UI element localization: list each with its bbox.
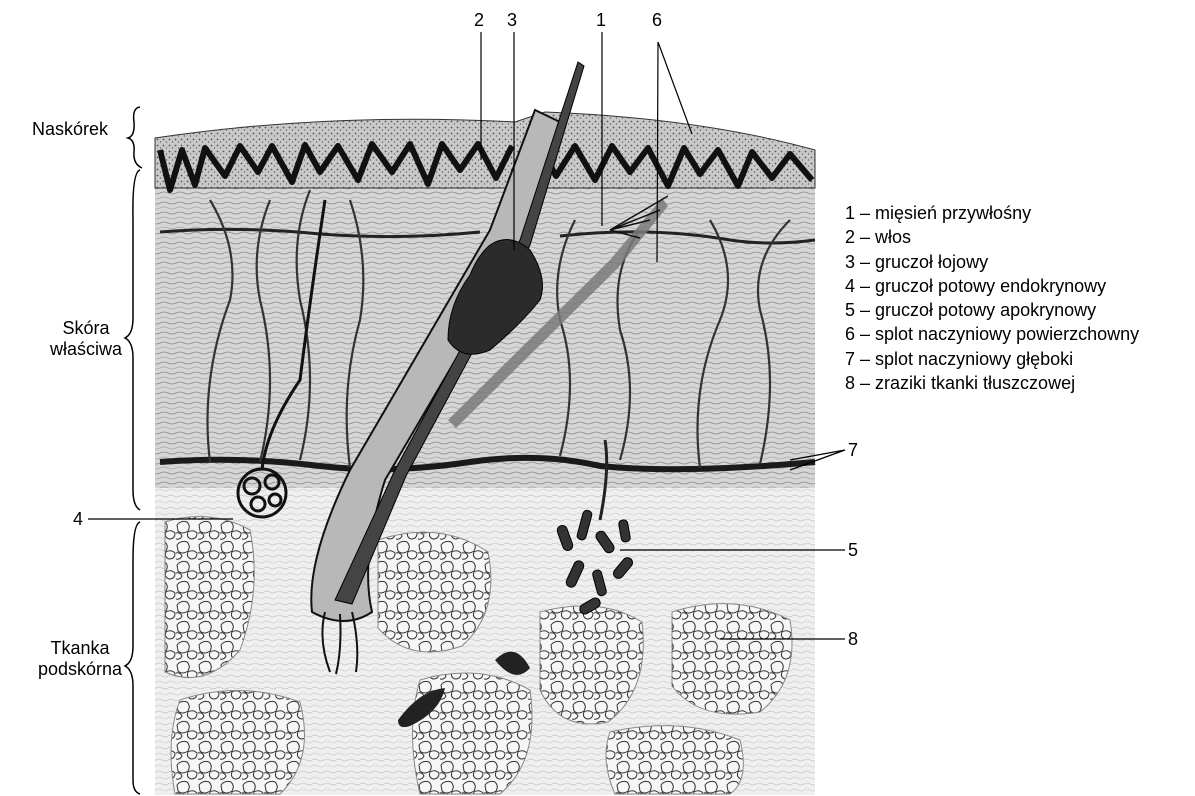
callout-7: 7 bbox=[848, 440, 858, 460]
legend-item-3: 3 – gruczoł łojowy bbox=[845, 250, 1139, 274]
legend-item-6: 6 – splot naczyniowy powierzchowny bbox=[845, 322, 1139, 346]
dermis-label-line2: właściwa bbox=[40, 339, 132, 360]
callout-5: 5 bbox=[848, 540, 858, 560]
callout-6: 6 bbox=[652, 10, 662, 30]
fat-lobule bbox=[413, 673, 533, 794]
fat-lobule bbox=[672, 604, 792, 715]
callout-8: 8 bbox=[848, 629, 858, 649]
subcutis-label-line2: podskórna bbox=[30, 659, 130, 680]
legend-item-4: 4 – gruczoł potowy endokrynowy bbox=[845, 274, 1139, 298]
fat-lobule bbox=[171, 690, 305, 794]
callout-4: 4 bbox=[73, 509, 83, 529]
fat-lobule bbox=[606, 726, 743, 794]
legend: 1 – mięsień przywłośny 2 – włos 3 – gruc… bbox=[845, 201, 1139, 395]
callout-3: 3 bbox=[507, 10, 517, 30]
layer-label-dermis: Skóra właściwa bbox=[40, 318, 132, 360]
legend-item-1: 1 – mięsień przywłośny bbox=[845, 201, 1139, 225]
legend-item-2: 2 – włos bbox=[845, 225, 1139, 249]
layer-label-epidermis: Naskórek bbox=[32, 119, 108, 140]
dermis-label-line1: Skóra bbox=[40, 318, 132, 339]
layer-label-subcutis: Tkanka podskórna bbox=[30, 638, 130, 680]
callout-1: 1 bbox=[596, 10, 606, 30]
legend-item-5: 5 – gruczoł potowy apokrynowy bbox=[845, 298, 1139, 322]
layer-brackets bbox=[125, 107, 142, 794]
callout-2: 2 bbox=[474, 10, 484, 30]
subcutis-label-line1: Tkanka bbox=[30, 638, 130, 659]
legend-item-8: 8 – zraziki tkanki tłuszczowej bbox=[845, 371, 1139, 395]
legend-item-7: 7 – splot naczyniowy głęboki bbox=[845, 347, 1139, 371]
